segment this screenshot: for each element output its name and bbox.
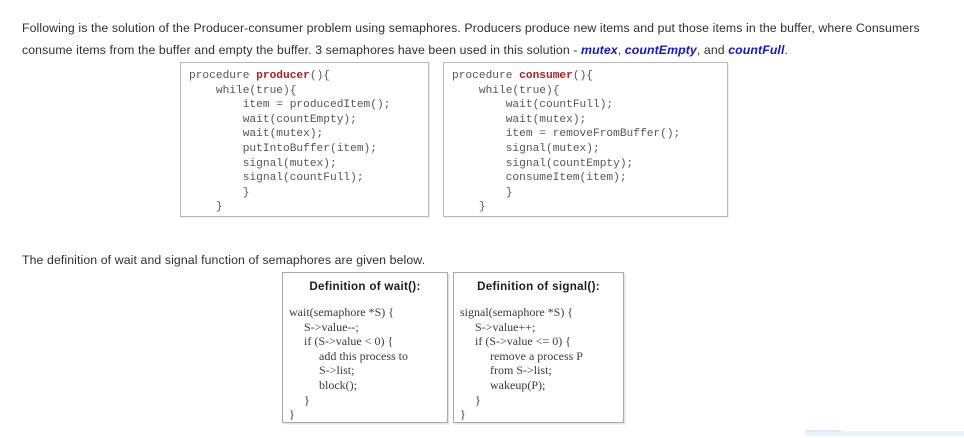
consumer-procedure-name: consumer (519, 70, 573, 82)
producer-header-suffix: (){ (309, 70, 331, 82)
semaphore-term-mutex: mutex (581, 43, 618, 58)
intro-text-main: Following is the solution of the Produce… (22, 21, 920, 58)
consumer-code-line: item = removeFromBuffer(); (452, 128, 681, 141)
intro-separator-1: , (617, 43, 625, 58)
definitions-intro-text: The definition of wait and signal functi… (22, 253, 426, 268)
producer-code-line: } (189, 186, 250, 199)
consumer-code-box: procedure consumer(){ while(true){ wait(… (443, 62, 728, 217)
consumer-code-line: wait(countFull); (452, 99, 614, 112)
consumer-code-body: procedure consumer(){ while(true){ wait(… (444, 63, 727, 215)
signal-definition-code: signal(semaphore *S) { S->value++; if (S… (460, 305, 583, 422)
signal-definition-title: Definition of signal(): (477, 280, 600, 293)
signal-definition-box: Definition of signal(): signal(semaphore… (453, 272, 624, 423)
producer-code-line: putIntoBuffer(item); (189, 142, 377, 155)
producer-code-line: } (189, 201, 223, 214)
consumer-code-line: wait(mutex); (452, 113, 587, 126)
semaphore-term-countfull: countFull (728, 43, 785, 58)
producer-code-line: item = producedItem(); (189, 99, 391, 112)
intro-separator-2: , and (696, 43, 729, 58)
producer-procedure-name: producer (256, 70, 310, 82)
bottom-accent-bar (805, 431, 964, 436)
consumer-code-line: signal(countEmpty); (452, 157, 634, 170)
consumer-code-line: consumeItem(item); (452, 172, 627, 185)
producer-keyword-procedure: procedure (189, 70, 257, 82)
wait-definition-box: Definition of wait(): wait(semaphore *S)… (282, 272, 448, 423)
intro-period: . (784, 43, 788, 58)
producer-code-line: while(true){ (189, 84, 297, 97)
producer-code-line: signal(countFull); (189, 172, 364, 185)
producer-code-line: wait(countEmpty); (189, 113, 357, 126)
producer-code-box: procedure producer(){ while(true){ item … (180, 62, 429, 217)
bottom-accent-bar-highlight (805, 430, 841, 432)
producer-code-line: wait(mutex); (189, 128, 324, 141)
producer-code-body: procedure producer(){ while(true){ item … (181, 63, 428, 215)
consumer-code-line: while(true){ (452, 84, 560, 97)
intro-paragraph: Following is the solution of the Produce… (22, 17, 928, 61)
consumer-code-line: } (452, 201, 486, 214)
semaphore-term-countempty: countEmpty (624, 43, 697, 58)
consumer-code-line: } (452, 186, 513, 199)
consumer-keyword-procedure: procedure (452, 70, 520, 82)
wait-definition-code: wait(semaphore *S) { S->value--; if (S->… (289, 305, 408, 422)
producer-code-line: signal(mutex); (189, 157, 337, 170)
consumer-header-suffix: (){ (572, 70, 594, 82)
consumer-code-line: signal(mutex); (452, 142, 600, 155)
wait-definition-title: Definition of wait(): (309, 280, 421, 293)
